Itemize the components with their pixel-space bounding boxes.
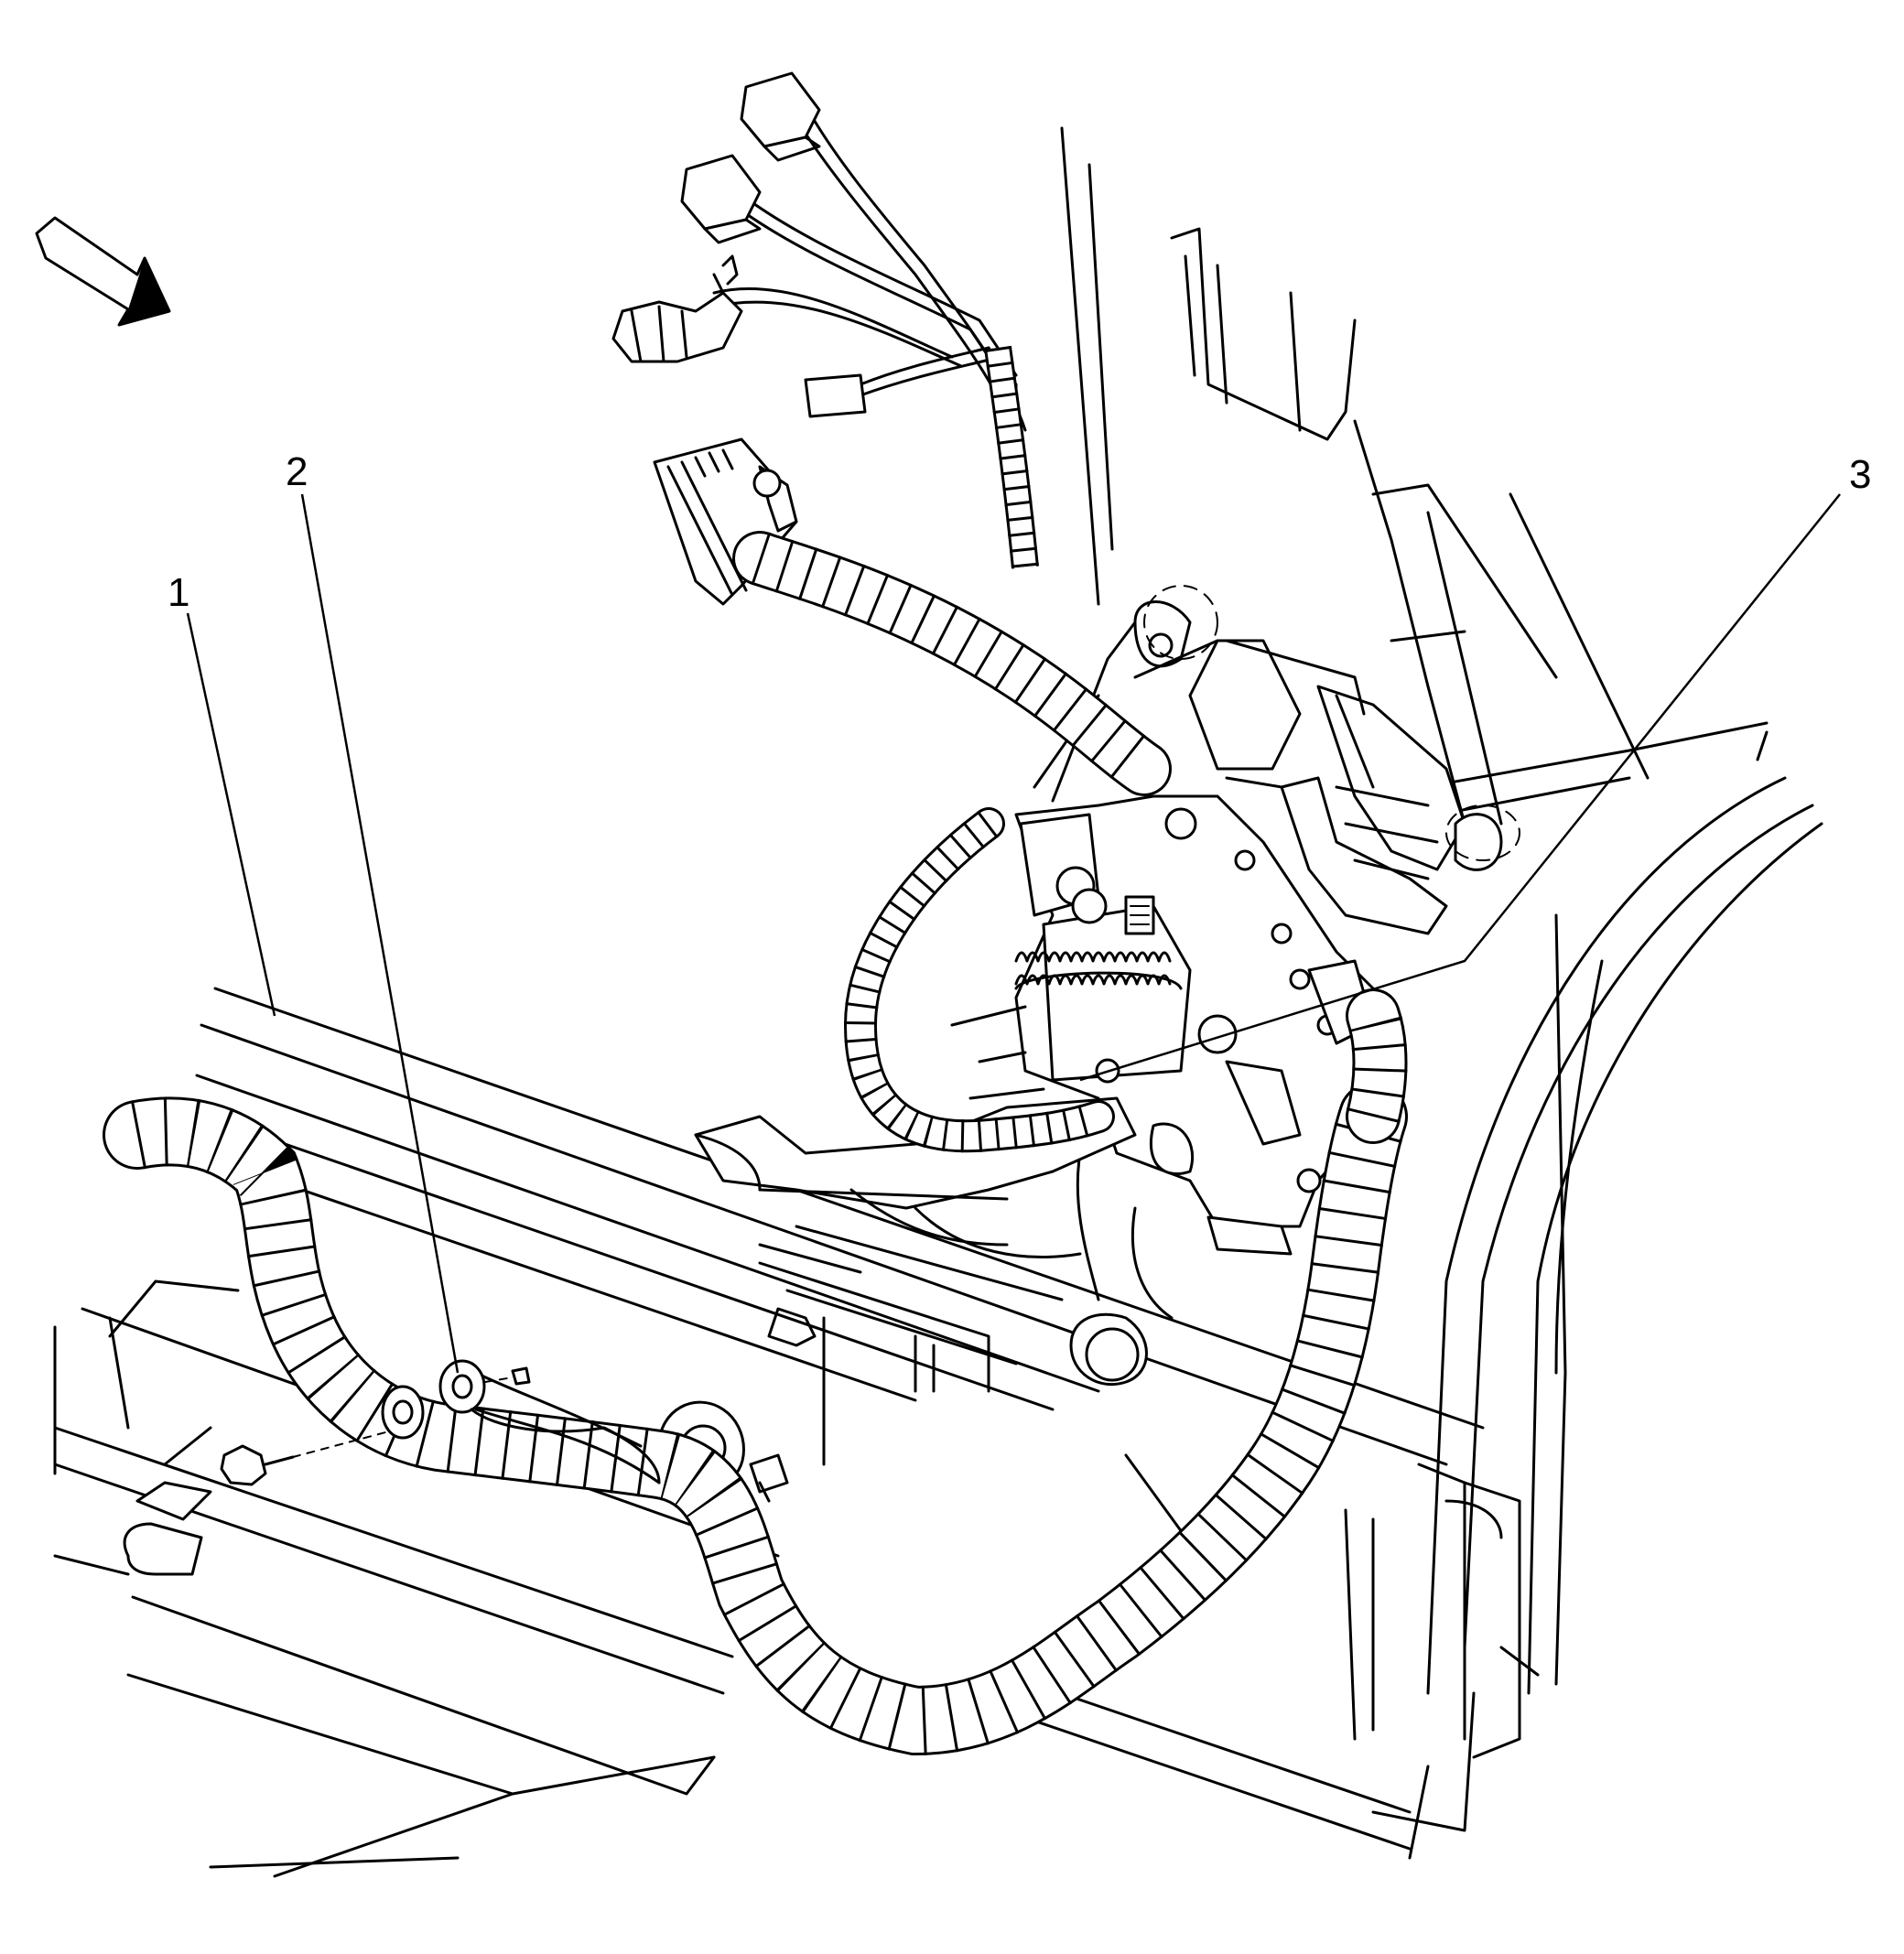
connector-a xyxy=(740,71,821,162)
connector-c xyxy=(611,254,743,363)
door-pillar-structure xyxy=(1005,126,1823,1860)
leader-3 xyxy=(1079,493,1841,1082)
callout-leaders xyxy=(186,493,1841,1374)
ground-bolt xyxy=(220,1427,404,1486)
forward-arrow-icon xyxy=(35,216,171,327)
ground-terminal-washer xyxy=(381,1359,661,1484)
callout-2: 2 xyxy=(286,449,308,494)
upper-wire-branches xyxy=(712,103,1027,496)
main-wiring-harness xyxy=(103,345,1408,1756)
brake-pedal-bracket xyxy=(950,585,1520,1387)
return-spring xyxy=(1014,951,1172,986)
callout-3: 3 xyxy=(1849,452,1871,497)
leader-1 xyxy=(186,612,276,1017)
connector-d xyxy=(804,373,867,418)
connector-b xyxy=(680,154,762,244)
clip-bracket xyxy=(749,1307,936,1503)
callout-1: 1 xyxy=(168,570,189,615)
leader-2 xyxy=(300,493,460,1374)
